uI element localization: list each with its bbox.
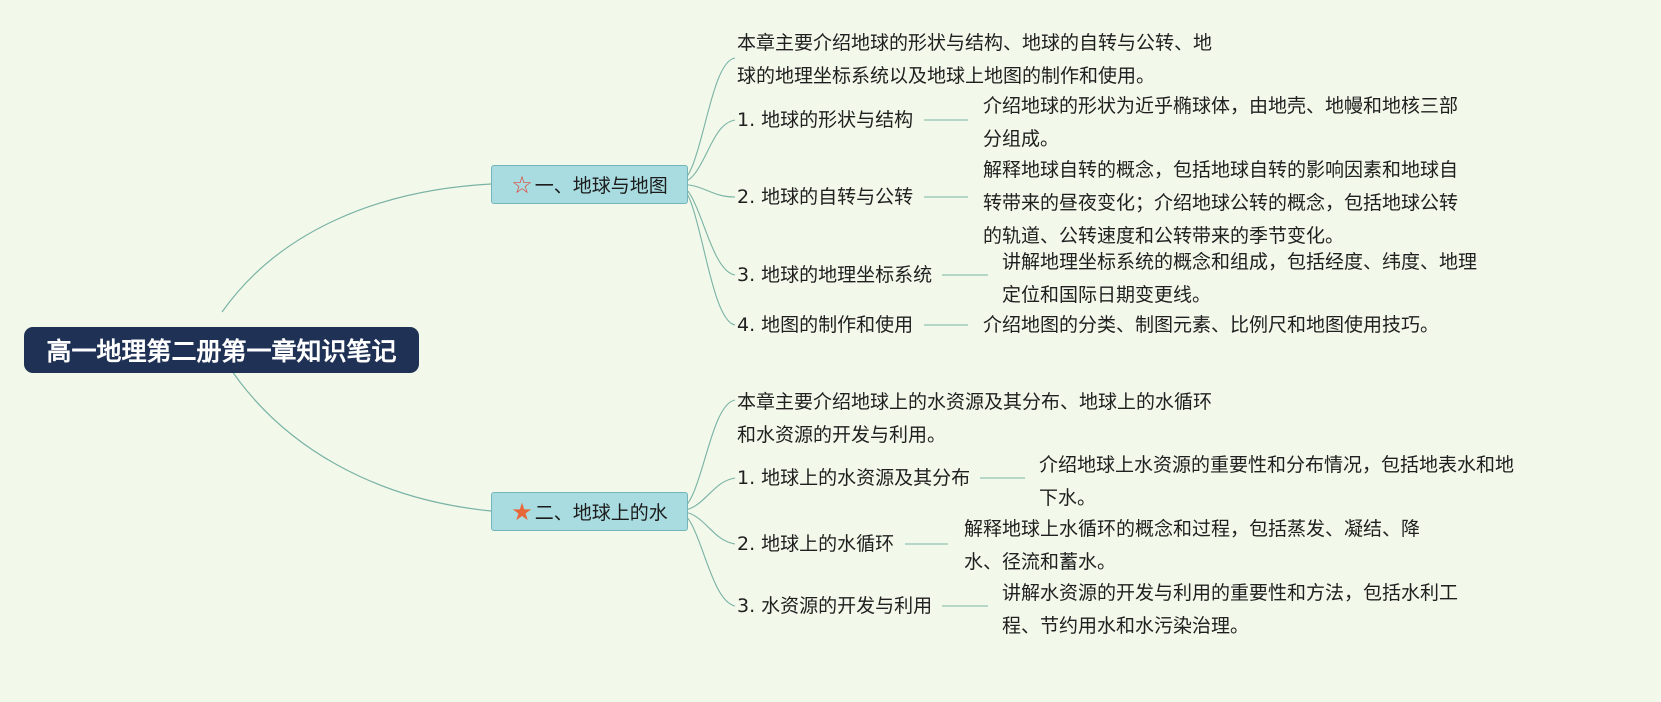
summary-line: 和水资源的开发与利用。 — [737, 424, 947, 446]
description-line: 水、径流和蓄水。 — [964, 551, 1117, 573]
topic-description: 解释地球上水循环的概念和过程，包括蒸发、凝结、降 水、径流和蓄水。 — [964, 513, 1420, 579]
branch-label: 一、地球与地图 — [534, 175, 668, 197]
topic-node[interactable]: 4. 地图的制作和使用 — [737, 314, 914, 336]
topic-node[interactable]: 3. 地球的地理坐标系统 — [737, 264, 933, 286]
description-line: 介绍地球的形状为近乎椭球体，由地壳、地幔和地核三部 — [983, 95, 1459, 117]
summary-node[interactable]: 本章主要介绍地球的形状与结构、地球的自转与公转、地 球的地理坐标系统以及地球上地… — [737, 27, 1212, 93]
description-line: 下水。 — [1039, 487, 1097, 509]
topic-description: 解释地球自转的概念，包括地球自转的影响因素和地球自 转带来的昼夜变化；介绍地球公… — [983, 154, 1458, 253]
root-label: 高一地理第二册第一章知识笔记 — [46, 337, 397, 366]
topic-description: 介绍地球的形状为近乎椭球体，由地壳、地幔和地核三部 分组成。 — [983, 90, 1458, 156]
description-line: 定位和国际日期变更线。 — [1002, 284, 1212, 306]
summary-line: 球的地理坐标系统以及地球上地图的制作和使用。 — [737, 65, 1156, 87]
topic-node[interactable]: 2. 地球的自转与公转 — [737, 186, 914, 208]
topic-node[interactable]: 1. 地球上的水资源及其分布 — [737, 467, 971, 489]
connector-root-branch-2 — [221, 355, 492, 512]
connector-b1-topic-4 — [676, 183, 736, 326]
description-line: 解释地球上水循环的概念和过程，包括蒸发、凝结、降 — [964, 518, 1421, 540]
description-line: 的轨道、公转速度和公转带来的季节变化。 — [983, 225, 1345, 247]
description-line: 介绍地图的分类、制图元素、比例尺和地图使用技巧。 — [983, 314, 1440, 336]
branch-node-water[interactable]: ★ 二、地球上的水 — [491, 492, 688, 531]
topic-node[interactable]: 1. 地球的形状与结构 — [737, 109, 914, 131]
topic-node[interactable]: 2. 地球上的水循环 — [737, 533, 895, 555]
root-node[interactable]: 高一地理第二册第一章知识笔记 — [24, 327, 419, 373]
description-line: 转带来的昼夜变化；介绍地球公转的概念，包括地球公转 — [983, 192, 1459, 214]
description-line: 解释地球自转的概念，包括地球自转的影响因素和地球自 — [983, 159, 1459, 181]
summary-node[interactable]: 本章主要介绍地球上的水资源及其分布、地球上的水循环 和水资源的开发与利用。 — [737, 386, 1212, 452]
summary-line: 本章主要介绍地球上的水资源及其分布、地球上的水循环 — [737, 391, 1213, 413]
topic-description: 介绍地球上水资源的重要性和分布情况，包括地表水和地 下水。 — [1039, 449, 1514, 515]
branch-node-earth-and-maps[interactable]: ☆ 一、地球与地图 — [491, 165, 688, 204]
description-line: 程、节约用水和水污染治理。 — [1002, 615, 1250, 637]
topic-description: 讲解地理坐标系统的概念和组成，包括经度、纬度、地理 定位和国际日期变更线。 — [1002, 246, 1477, 312]
connector-root-branch-1 — [221, 183, 492, 313]
topic-description: 介绍地图的分类、制图元素、比例尺和地图使用技巧。 — [983, 309, 1439, 342]
topic-description: 讲解水资源的开发与利用的重要性和方法，包括水利工 程、节约用水和水污染治理。 — [1002, 577, 1458, 643]
star-outline-icon: ☆ — [511, 170, 533, 199]
topic-node[interactable]: 3. 水资源的开发与利用 — [737, 595, 933, 617]
branch-label: 二、地球上的水 — [534, 502, 668, 524]
summary-line: 本章主要介绍地球的形状与结构、地球的自转与公转、地 — [737, 32, 1213, 54]
description-line: 讲解水资源的开发与利用的重要性和方法，包括水利工 — [1002, 582, 1459, 604]
star-filled-icon: ★ — [511, 497, 533, 526]
description-line: 讲解地理坐标系统的概念和组成，包括经度、纬度、地理 — [1002, 251, 1478, 273]
description-line: 分组成。 — [983, 128, 1060, 150]
description-line: 介绍地球上水资源的重要性和分布情况，包括地表水和地 — [1039, 454, 1515, 476]
